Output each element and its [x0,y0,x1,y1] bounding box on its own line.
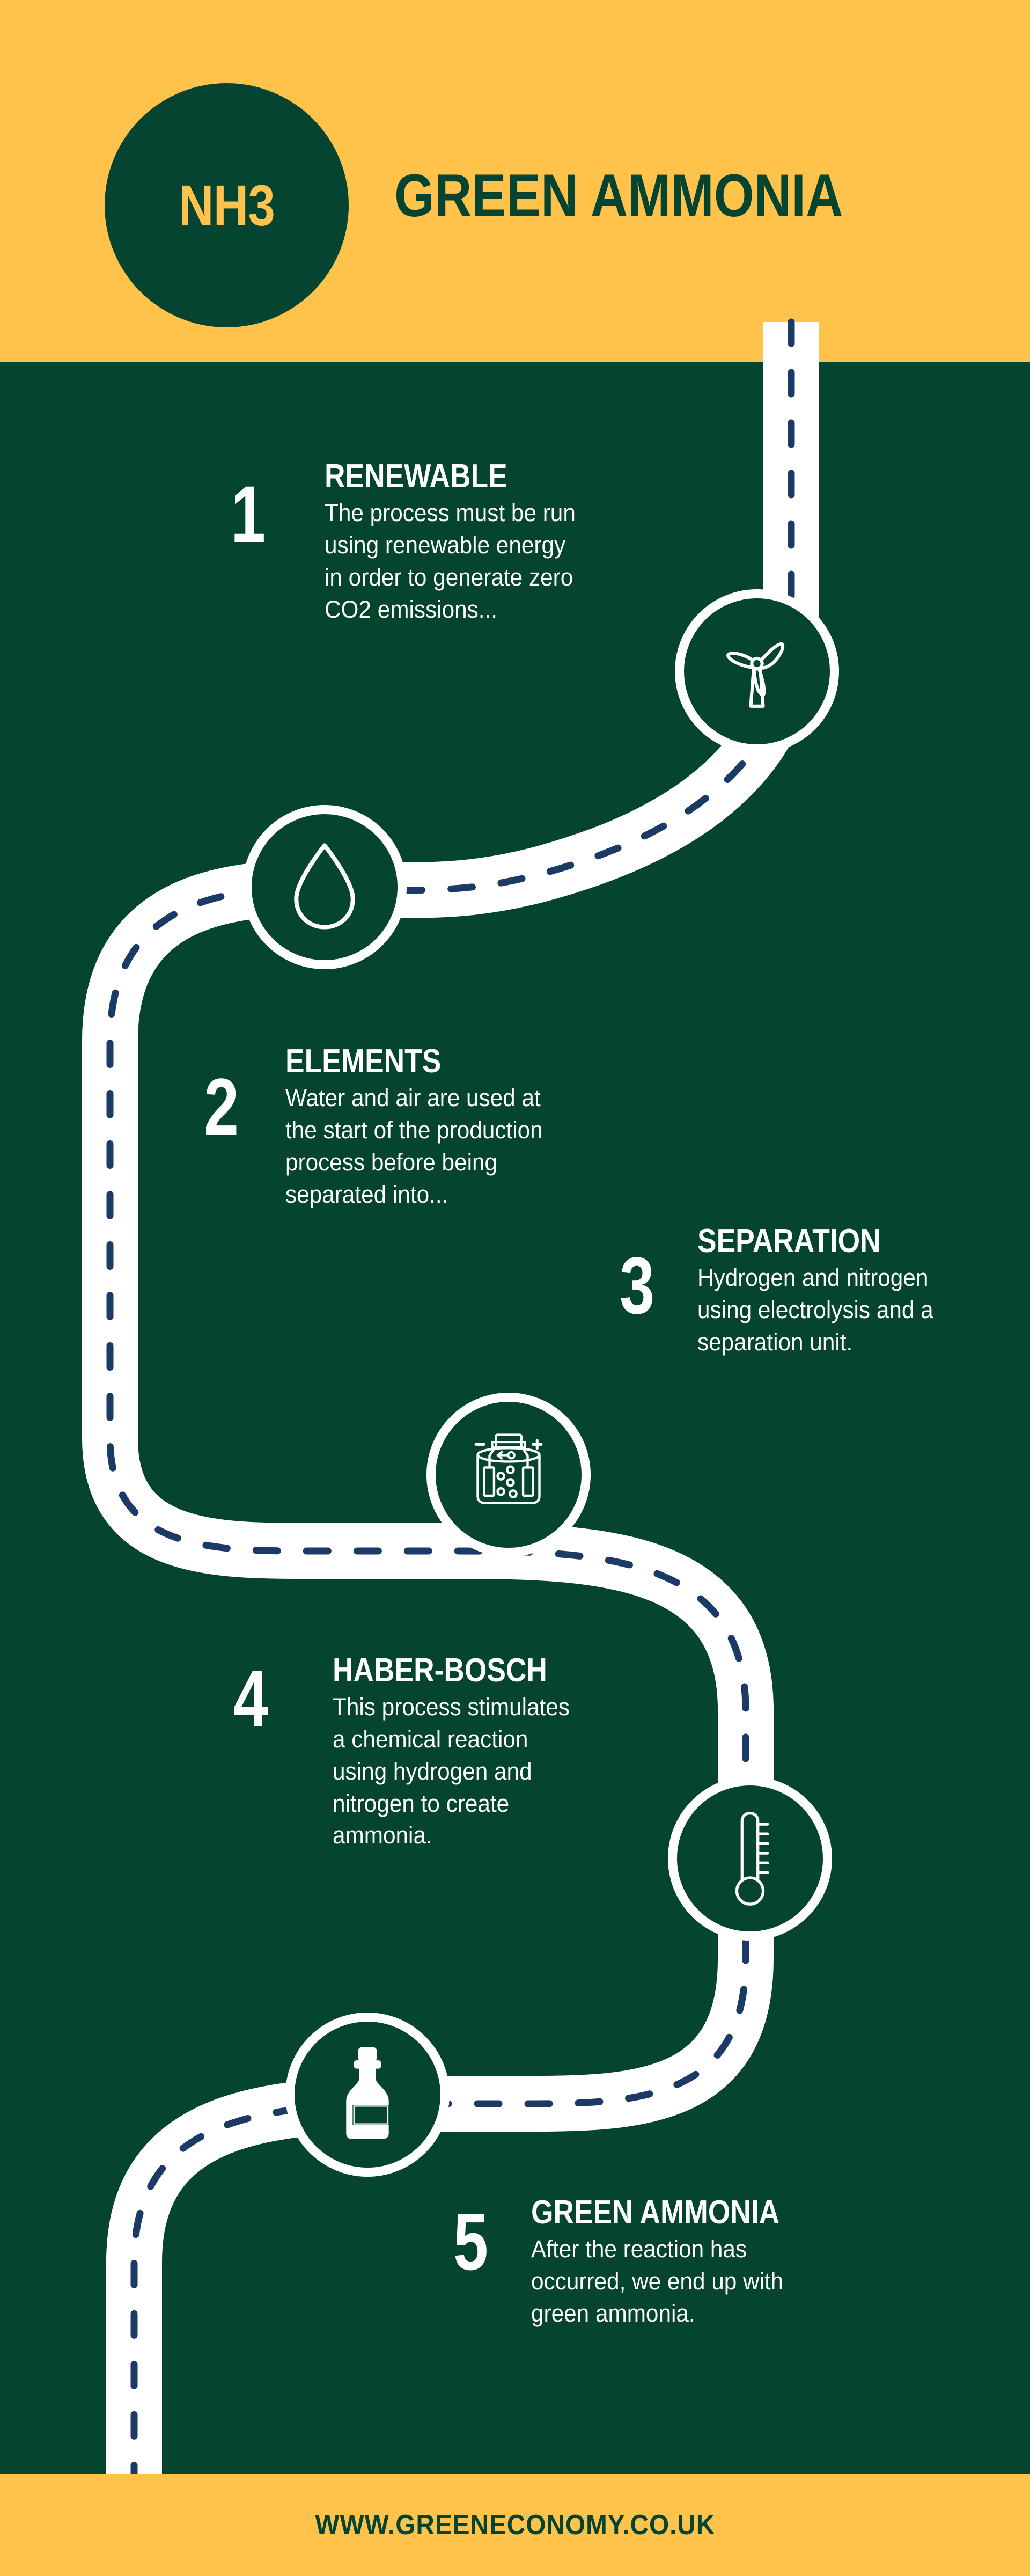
ammonia-bottle-icon: NH3 [346,2047,389,2139]
step-5-text: After the reaction has occurred, we end … [531,2235,784,2327]
step-4-text: This process stimulates a chemical react… [333,1693,570,1849]
water-droplet-icon [294,843,355,930]
step-1-body: RENEWABLE The process must be run using … [325,459,604,625]
page-title: GREEN AMMONIA [394,162,843,229]
thermometer-node [668,1776,832,1941]
step-4-title: HABER-BOSCH [333,1652,547,1689]
step-4-body: HABER-BOSCH This process stimulates a ch… [333,1653,595,1851]
step-2-body: ELEMENTS Water and air are used at the s… [285,1044,586,1210]
brand-badge-label: NH3 [179,173,275,238]
step-3-number: 3 [620,1240,655,1330]
electrolysis-unit-node [426,1393,591,1557]
step-5-title: GREEN AMMONIA [531,2194,780,2231]
footer-bar: WWW.GREENECONOMY.CO.UK [0,2474,1030,2576]
step-3-text: Hydrogen and nitrogen using electrolysis… [697,1264,933,1356]
wind-turbine-icon [726,642,785,708]
step-4-number: 4 [233,1653,269,1744]
thermometer-icon [735,1812,769,1906]
step-1-title: RENEWABLE [325,458,507,495]
step-3-title: SEPARATION [697,1223,881,1260]
step-2-title: ELEMENTS [285,1043,442,1080]
step-2-number: 2 [204,1062,239,1152]
step-5-body: GREEN AMMONIA After the reaction has occ… [531,2195,832,2330]
water-droplet-node [242,805,407,969]
step-1-number: 1 [231,469,266,559]
electrolysis-unit-icon [474,1433,543,1504]
footer-website-url[interactable]: WWW.GREENECONOMY.CO.UK [315,2509,715,2541]
step-2-text: Water and air are used at the start of t… [285,1084,543,1208]
step-1-text: The process must be run using renewable … [325,499,576,623]
ammonia-bottle-node: NH3 [285,2012,450,2177]
step-5-number: 5 [453,2197,489,2287]
wind-turbine-node [675,589,839,753]
step-3-body: SEPARATION Hydrogen and nitrogen using e… [697,1224,955,1358]
brand-badge: NH3 [105,83,349,327]
